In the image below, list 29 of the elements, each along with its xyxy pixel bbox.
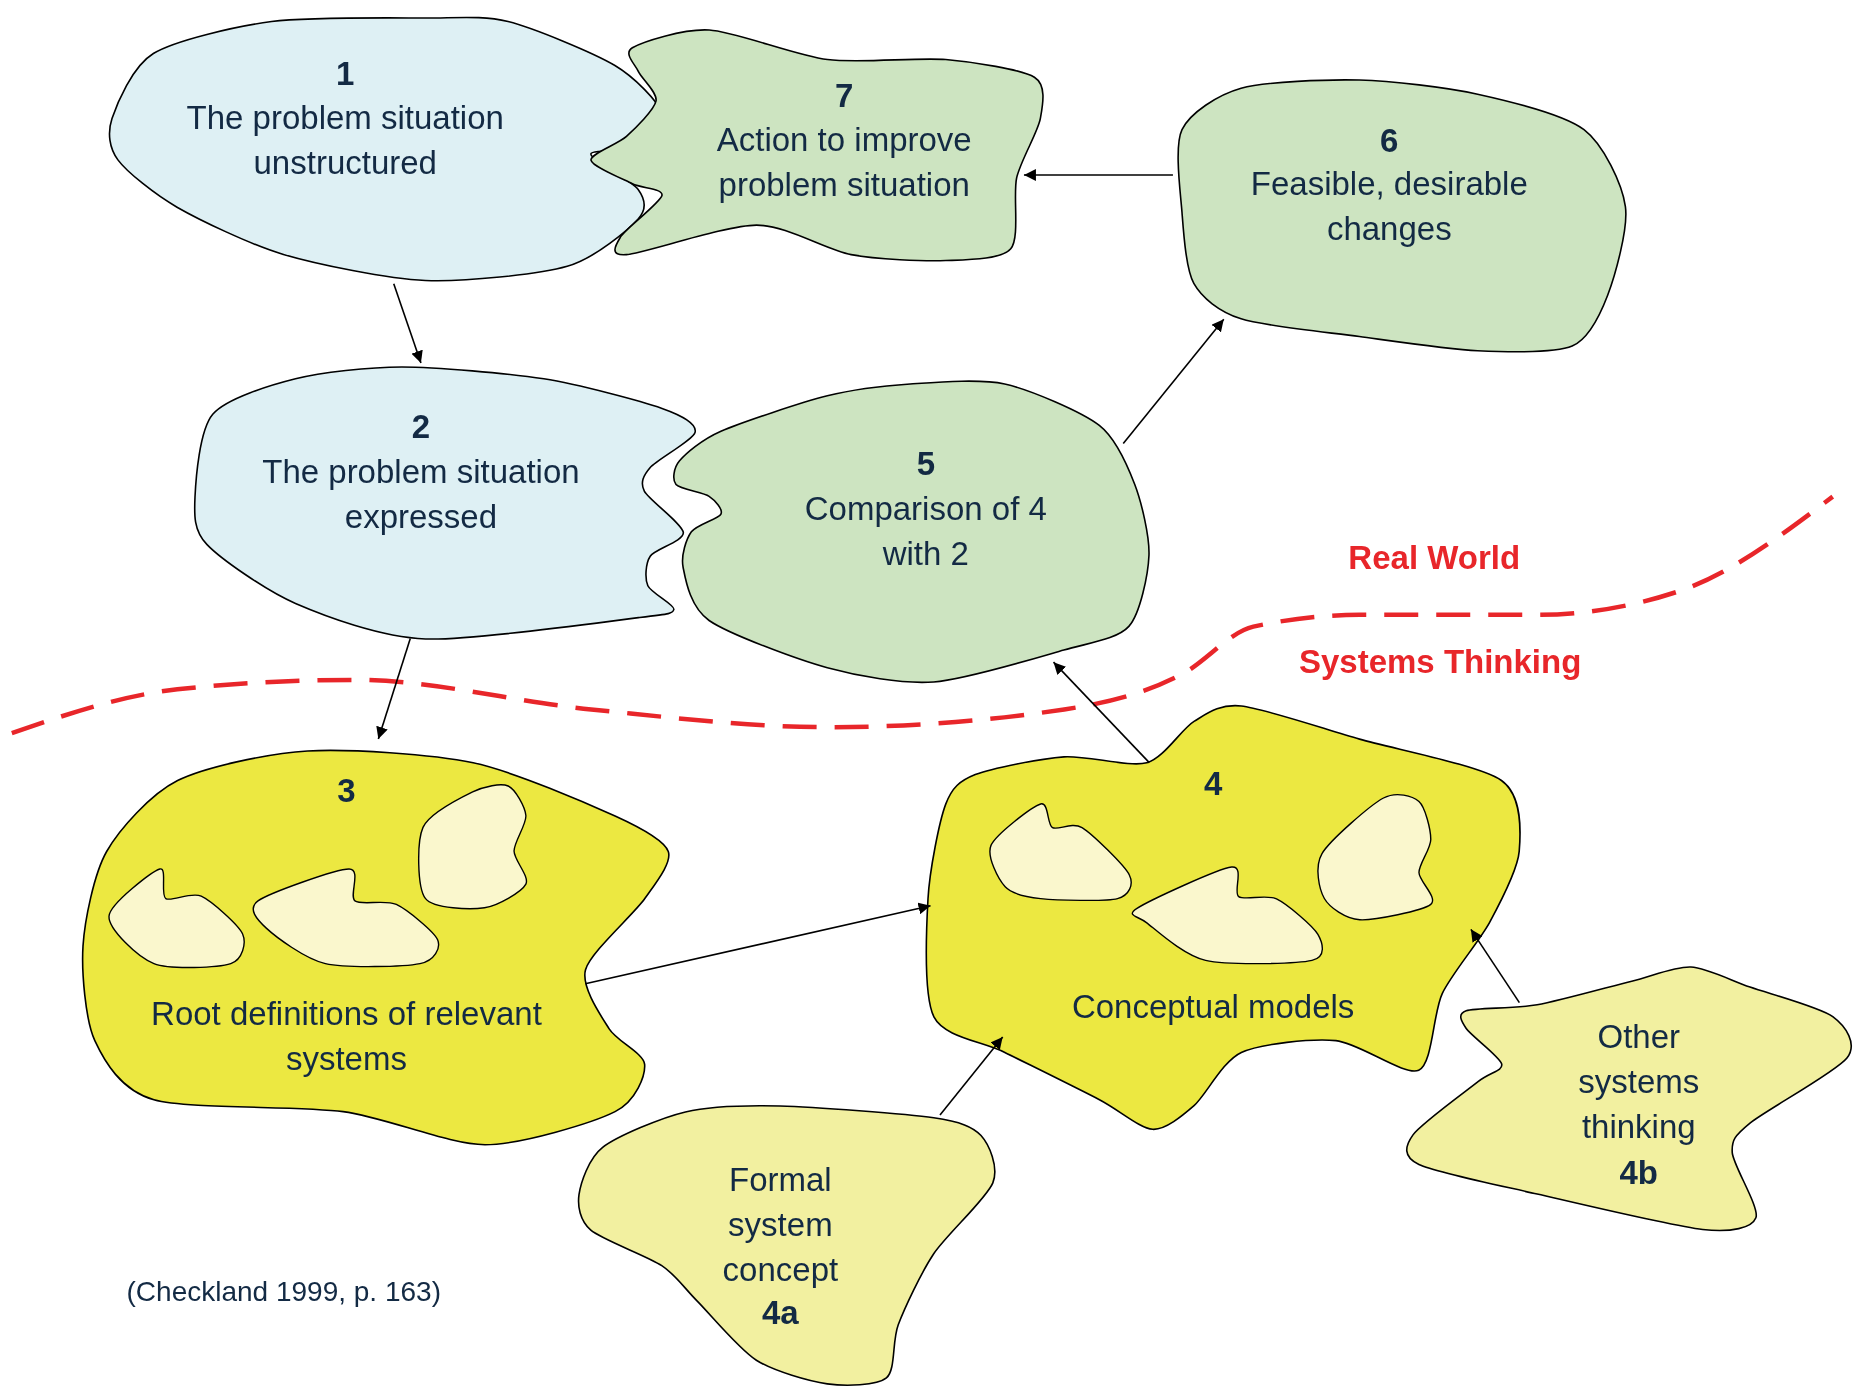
step-label: The problem situation expressed <box>261 452 581 538</box>
step-label: Action to improve problem situation <box>715 119 973 205</box>
region-label: Systems Thinking <box>1298 643 1582 682</box>
step-number: 2 <box>410 406 432 447</box>
step-number: 6 <box>1379 120 1400 160</box>
arrow <box>1023 169 1174 181</box>
step-label: Comparison of 4 with 2 <box>803 488 1048 574</box>
step-number: 1 <box>335 53 356 94</box>
citation: (Checkland 1999, p. 163) <box>126 1276 441 1309</box>
step-label: Root definitions of relevant systems <box>150 993 543 1079</box>
step-number: 7 <box>834 75 855 116</box>
step-label: Formal system concept <box>721 1159 840 1290</box>
arrow <box>1470 928 1521 1004</box>
arrow <box>1122 318 1225 445</box>
step-number: 3 <box>336 770 357 811</box>
step-label: Conceptual models <box>1070 986 1356 1027</box>
step-label: Feasible, desirable changes <box>1249 163 1529 249</box>
arrow <box>939 1036 1004 1116</box>
arrow <box>584 902 932 985</box>
arrow <box>376 637 412 740</box>
step-label: Other systems thinking <box>1577 1016 1701 1147</box>
region-label: Real World <box>1348 539 1521 578</box>
step-label: The problem situation unstructured <box>185 97 505 183</box>
step-number: 5 <box>915 444 936 484</box>
step-number: 4a <box>761 1292 800 1333</box>
step-number: 4b <box>1618 1152 1660 1193</box>
step-number: 4 <box>1202 763 1224 804</box>
arrow <box>1052 661 1151 764</box>
arrow <box>392 282 423 364</box>
